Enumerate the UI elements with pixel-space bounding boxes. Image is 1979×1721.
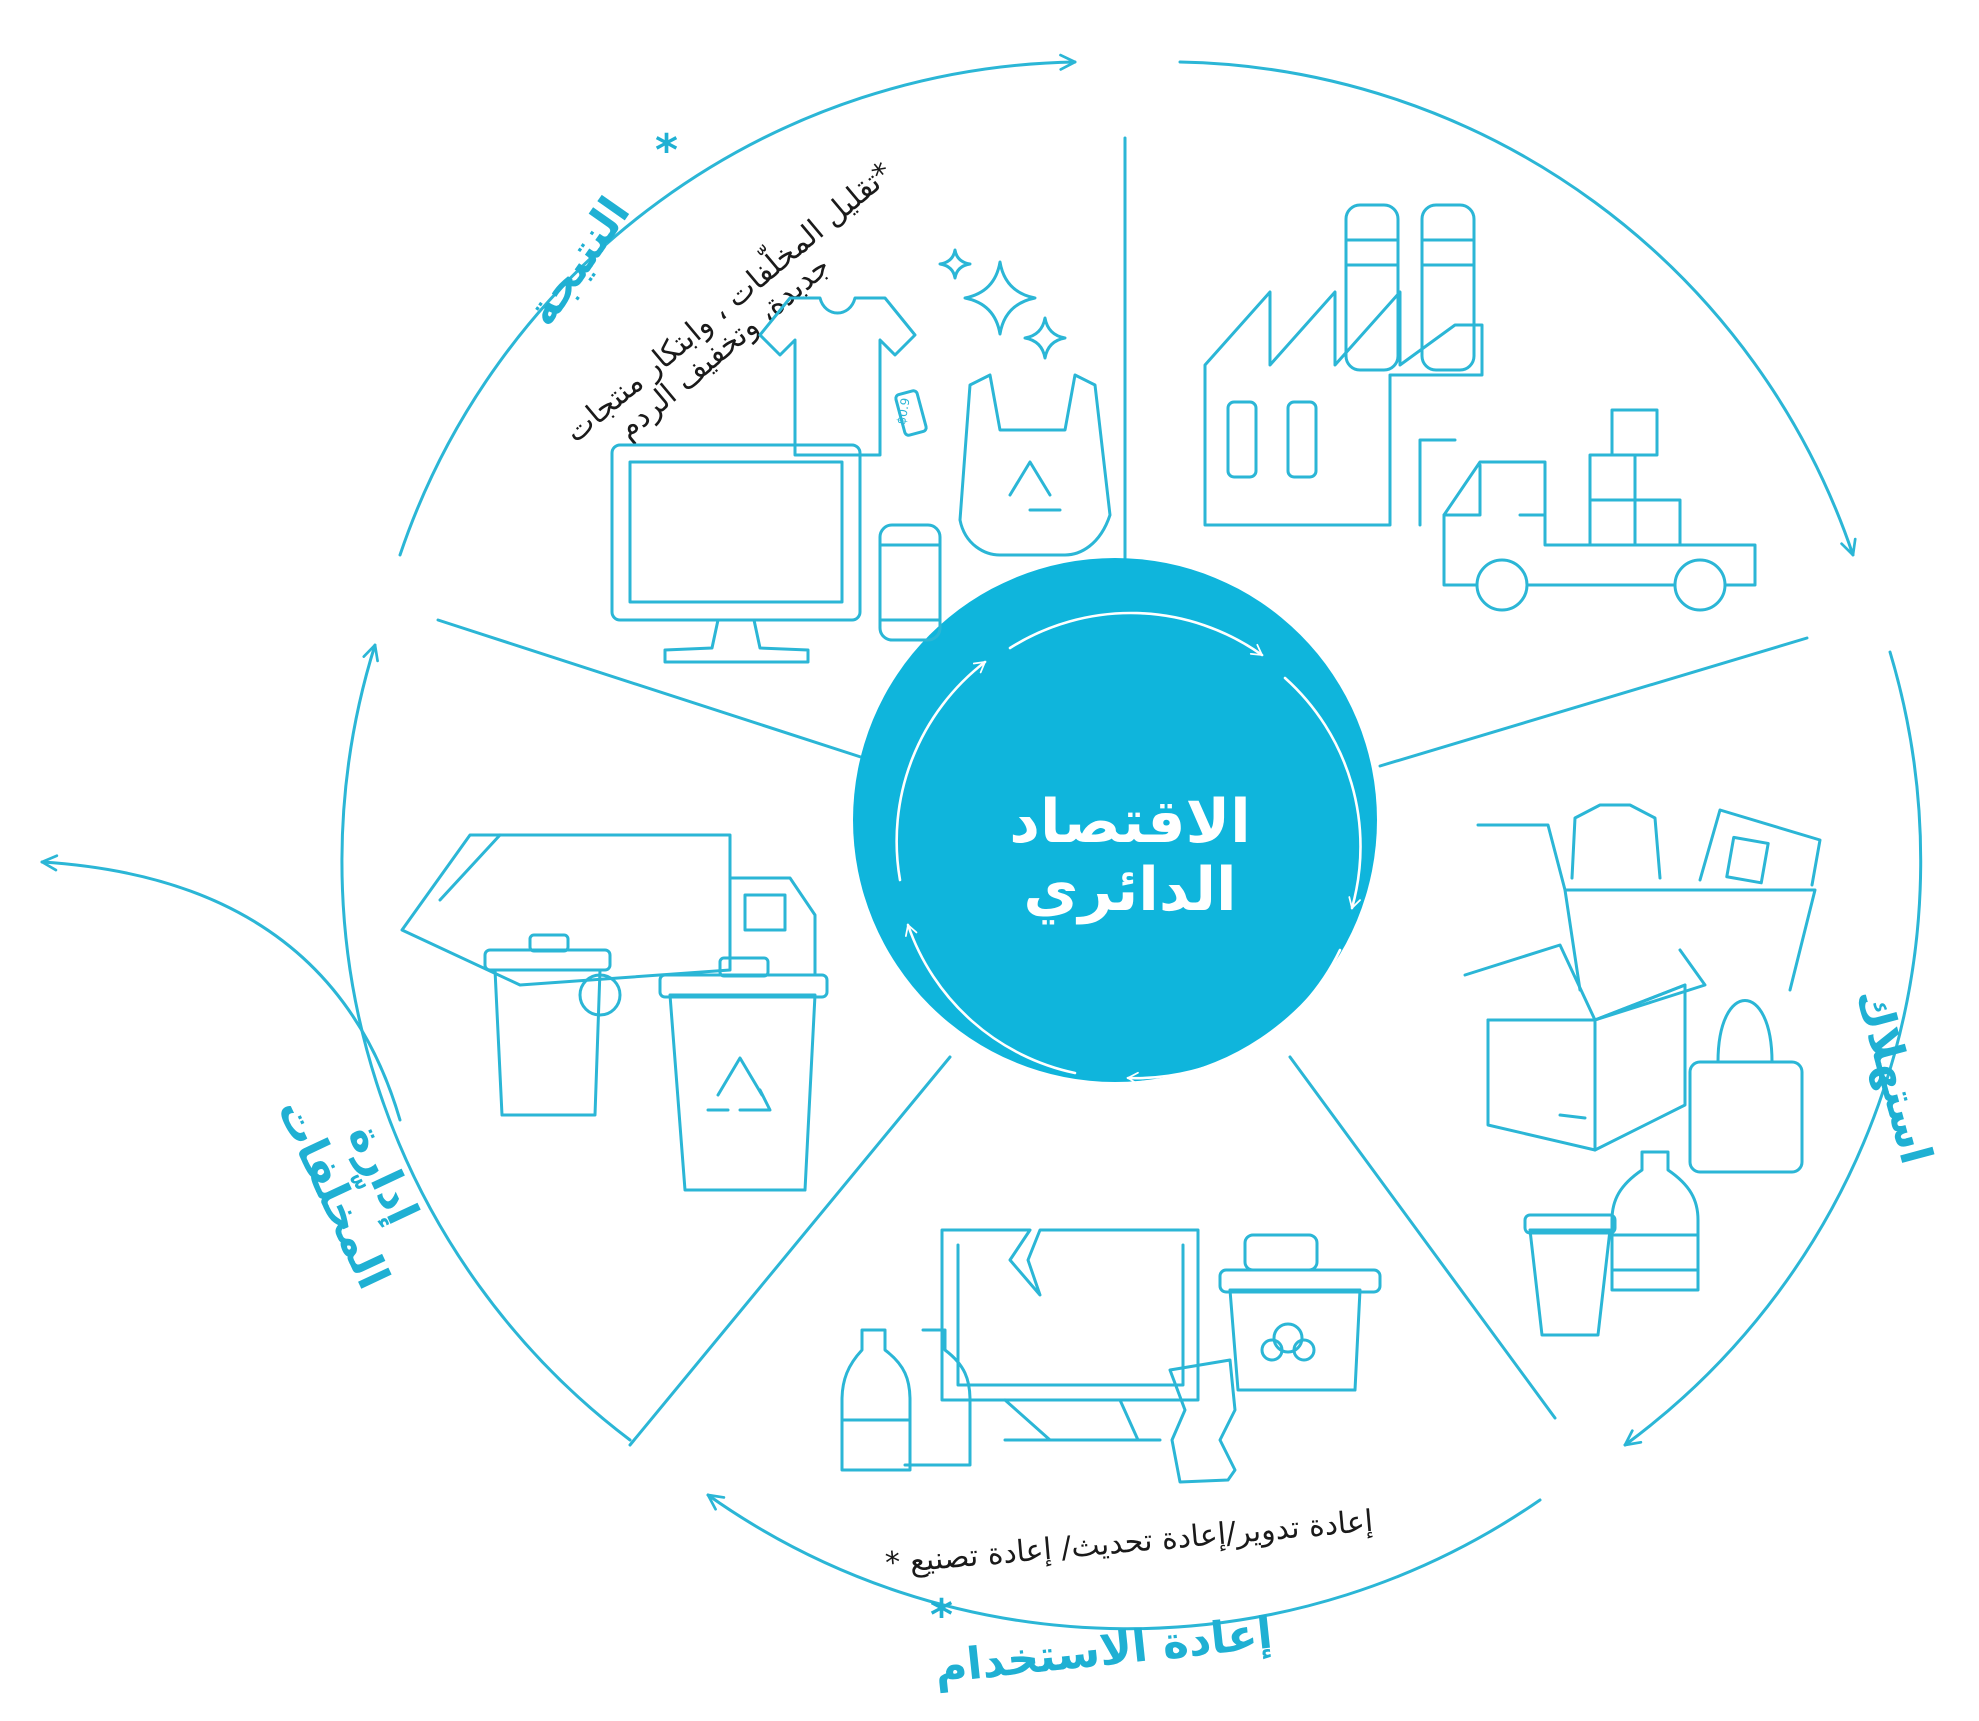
sparkle-icon xyxy=(938,248,1067,360)
garbage-truck-icon xyxy=(400,833,817,1017)
truck-icon xyxy=(1442,408,1757,612)
exit-arrow-left xyxy=(40,854,402,1122)
trash-bin-icon xyxy=(483,933,612,1117)
note-result-line2: جديدة، وتخفيف الردم xyxy=(611,249,838,447)
spokes xyxy=(436,136,1809,1447)
stage-label-result-star: * xyxy=(655,125,678,176)
arc-production-to-consumption xyxy=(1178,60,1857,557)
price-tag-text: $0.9 xyxy=(894,397,912,426)
center-title-line1: الاقتصاد xyxy=(1009,787,1250,857)
biohazard-box-icon xyxy=(1218,1233,1382,1392)
stage-label-consumption: استهلاك xyxy=(1846,983,1942,1169)
stage-label-result: النتيجة xyxy=(516,188,640,335)
t-shirt-icon xyxy=(758,296,928,457)
arc-consumption-to-reuse xyxy=(1623,650,1923,1447)
stage-label-reuse-star: * xyxy=(930,1590,953,1641)
water-bottle-icon xyxy=(1610,1150,1700,1292)
soda-can-icon xyxy=(878,523,942,642)
shopping-cart-icon xyxy=(1476,803,1822,992)
tote-bag-icon xyxy=(1688,999,1804,1174)
arc-reuse-to-waste xyxy=(706,1493,1542,1631)
recycling-bin-icon xyxy=(658,956,829,1192)
broken-monitor-icon xyxy=(940,1228,1200,1442)
new-monitor-icon xyxy=(610,443,862,664)
crushed-can-icon xyxy=(1168,1358,1237,1484)
recycled-bag-icon xyxy=(958,373,1112,557)
note-reuse: إعادة تدوير/إعادة تحديث/ إعادة تصنيع * xyxy=(884,1504,1375,1582)
center-title-line2: الدائري xyxy=(1023,855,1236,925)
coffee-cup-icon xyxy=(1523,1213,1617,1337)
outer-cycle-arrows xyxy=(40,53,1923,1631)
stage-label-reuse: إعادة الاستخدام xyxy=(932,1607,1275,1693)
arc-result-to-production xyxy=(398,53,1077,557)
center-hub: الاقتصاد الدائري xyxy=(853,558,1377,1085)
factory-icon xyxy=(1203,203,1484,527)
cardboard-box-icon xyxy=(1463,943,1707,1152)
bottles-icon xyxy=(840,1328,972,1472)
arc-waste-to-result xyxy=(340,643,632,1442)
